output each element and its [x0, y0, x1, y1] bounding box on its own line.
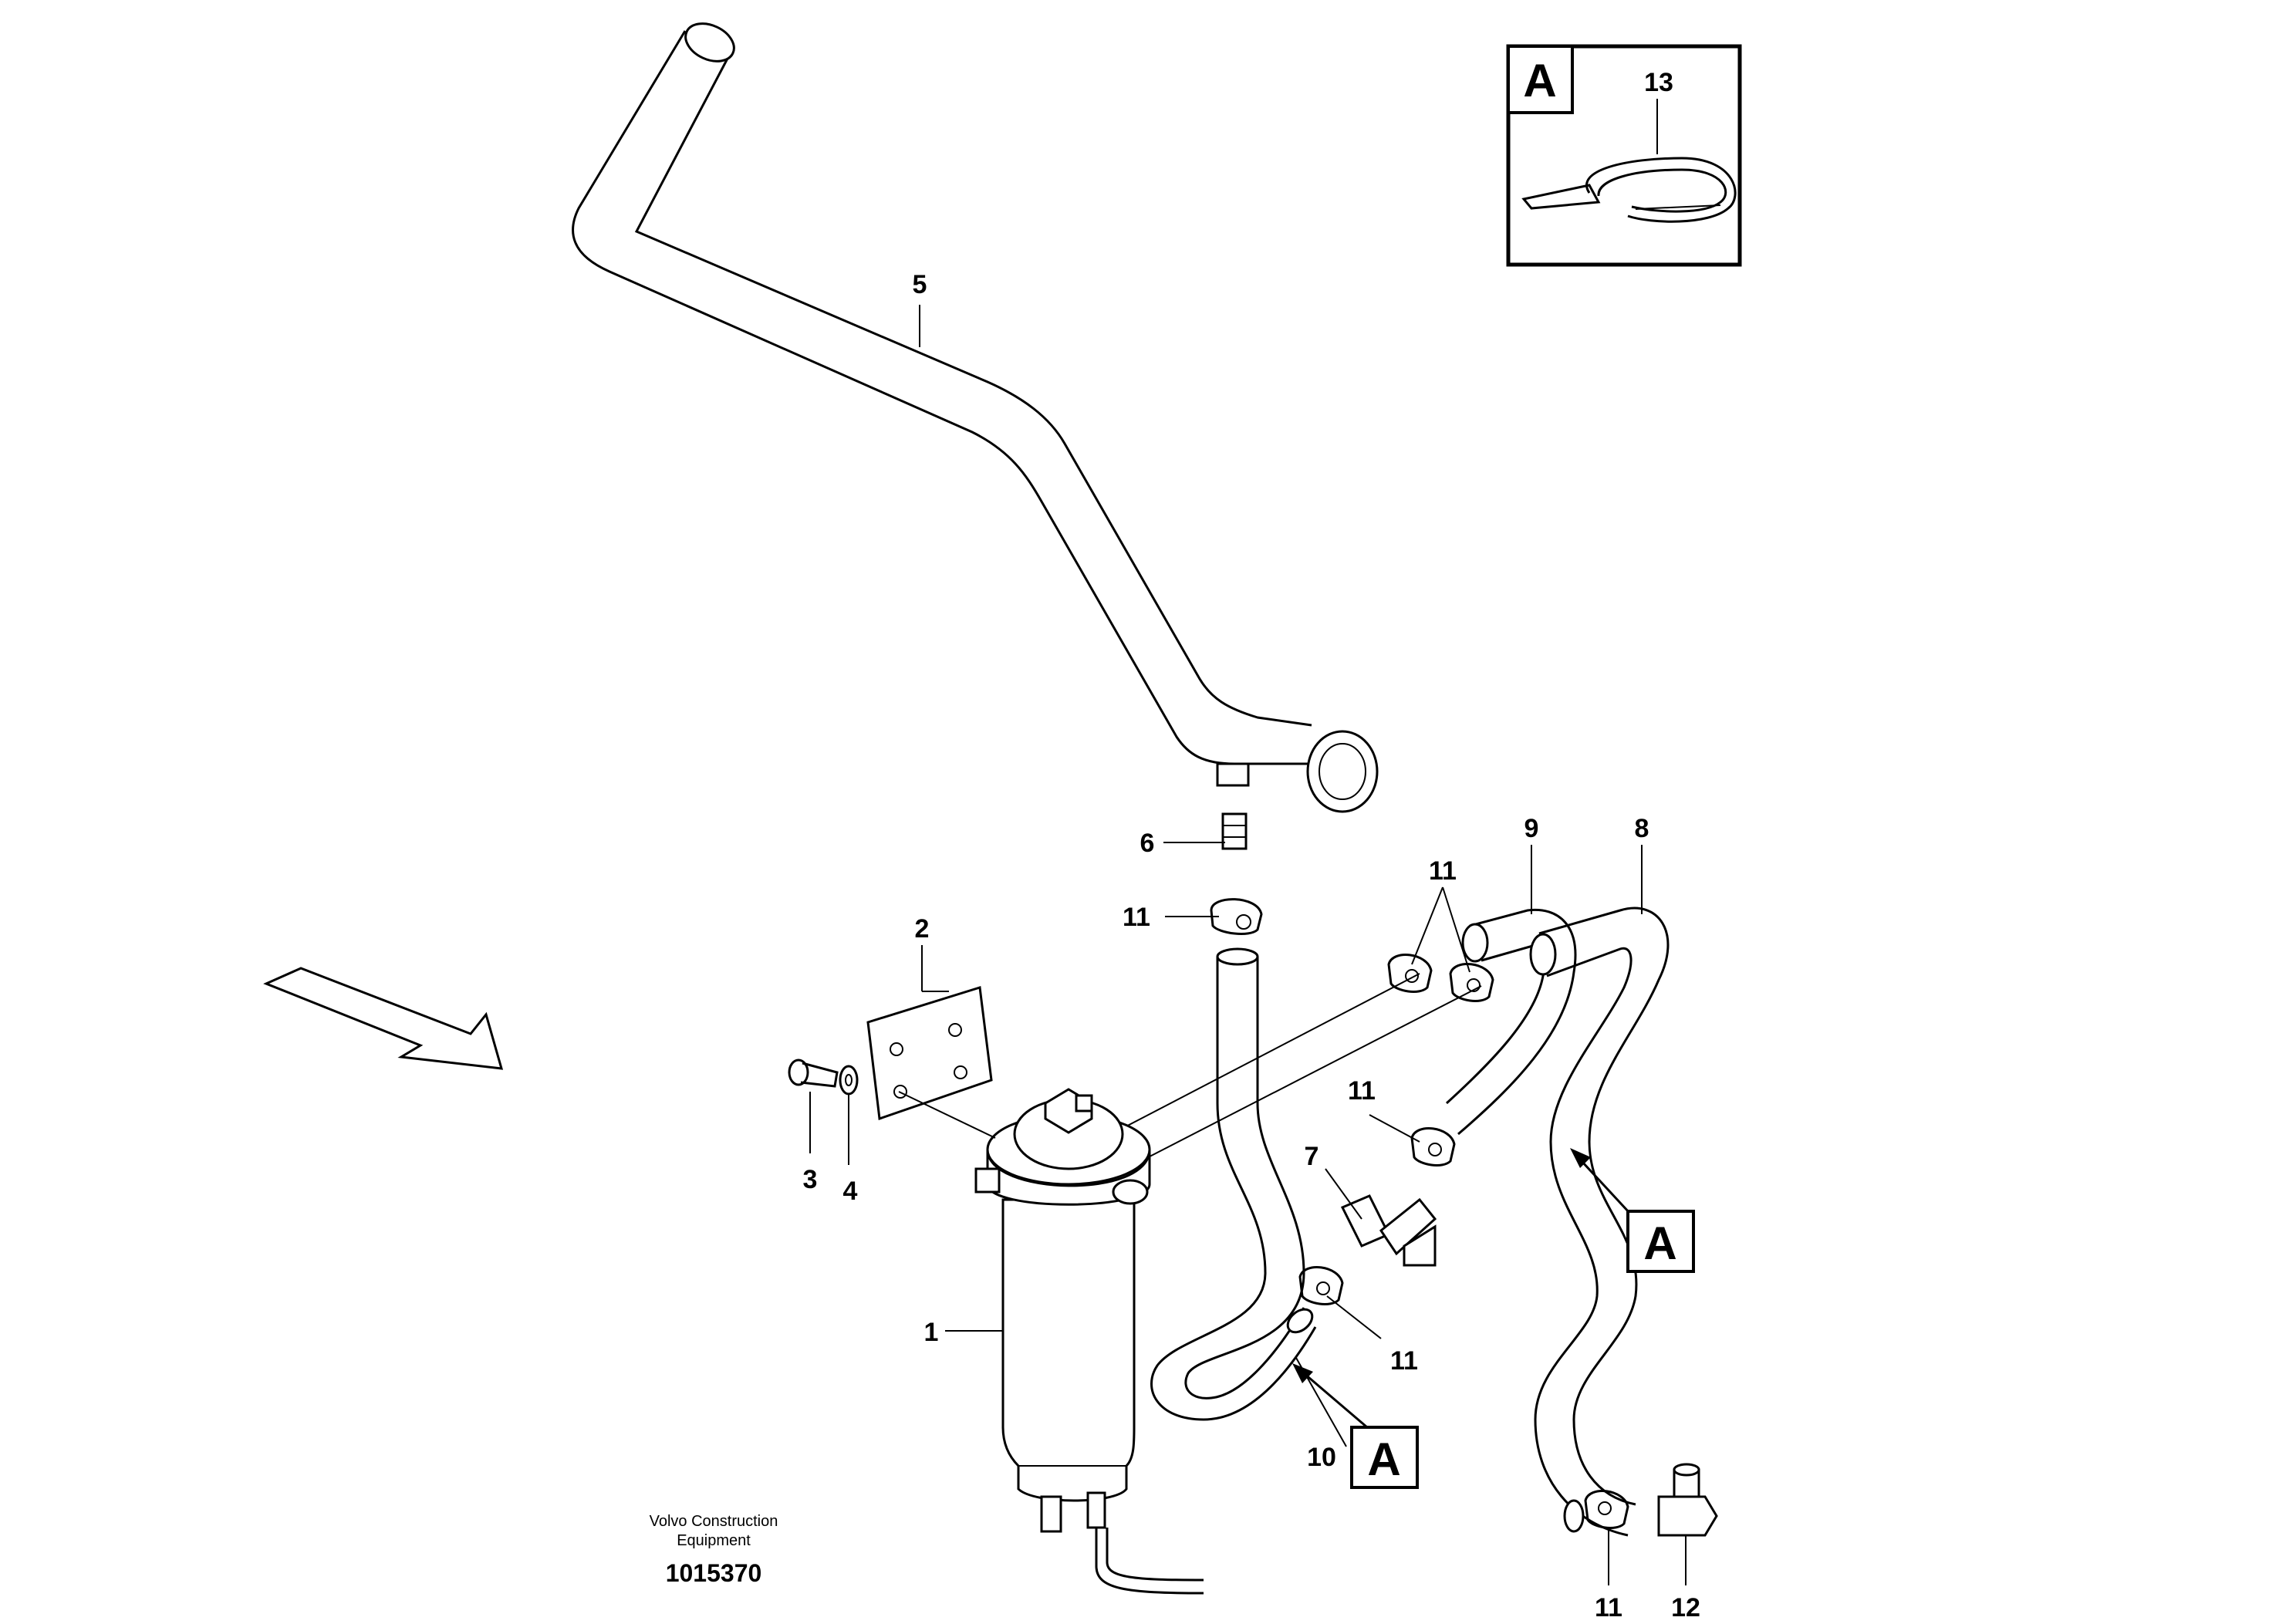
hose-clamp-lower: [1286, 1266, 1344, 1334]
company-line-1: Volvo Construction: [650, 1513, 778, 1530]
cable-tie-icon: [1521, 157, 1737, 223]
leader-lines: [809, 305, 1687, 1585]
washer-part-4: [839, 1065, 859, 1096]
detail-ref-lower: A: [1350, 1426, 1419, 1489]
filter-part-1: [974, 1088, 1204, 1595]
callout-4: 4: [843, 1177, 858, 1206]
callout-2: 2: [915, 914, 930, 944]
callout-9: 9: [1524, 814, 1539, 843]
hose-part-9: [1445, 908, 1577, 1136]
callout-8: 8: [1635, 814, 1649, 843]
detail-box-letter: A: [1523, 55, 1556, 106]
svg-text:A: A: [1643, 1217, 1676, 1269]
callout-5: 5: [913, 270, 927, 299]
direction-arrow-icon: [263, 967, 504, 1070]
callout-6: 6: [1140, 829, 1155, 858]
callout-10: 10: [1307, 1443, 1336, 1472]
screw-part-3: [788, 1058, 839, 1088]
hose-clamp-middle: [1410, 1127, 1456, 1167]
callout-11-middle: 11: [1348, 1076, 1376, 1106]
hose-clamp-upper: [1210, 898, 1263, 935]
drawing-number: 1015370: [666, 1559, 762, 1587]
callout-11-bottom: 11: [1595, 1593, 1622, 1622]
detail-box-a: A 13: [1506, 44, 1742, 267]
callout-11-lower: 11: [1390, 1346, 1418, 1376]
bracket-part-2: [866, 986, 996, 1139]
callout-7: 7: [1305, 1142, 1319, 1171]
callout-13: 13: [1644, 68, 1673, 97]
callout-1: 1: [924, 1318, 939, 1347]
hose-part-10: [1150, 947, 1317, 1421]
callout-11-upper: 11: [1123, 903, 1150, 932]
detail-ref-upper: A: [1626, 1210, 1695, 1273]
pipe-part-5: [572, 22, 1379, 813]
hose-clamp-bottom: [1563, 1490, 1629, 1533]
callout-11-pair: 11: [1429, 856, 1457, 886]
elbow-part-12: [1657, 1463, 1718, 1537]
callout-3: 3: [803, 1165, 818, 1194]
company-line-2: Equipment: [677, 1532, 751, 1549]
hose-part-8: [1529, 907, 1670, 1537]
callout-12: 12: [1671, 1593, 1700, 1622]
svg-text:A: A: [1367, 1433, 1400, 1485]
connector-part-7: [1340, 1194, 1437, 1267]
fitting-part-6: [1221, 812, 1248, 850]
